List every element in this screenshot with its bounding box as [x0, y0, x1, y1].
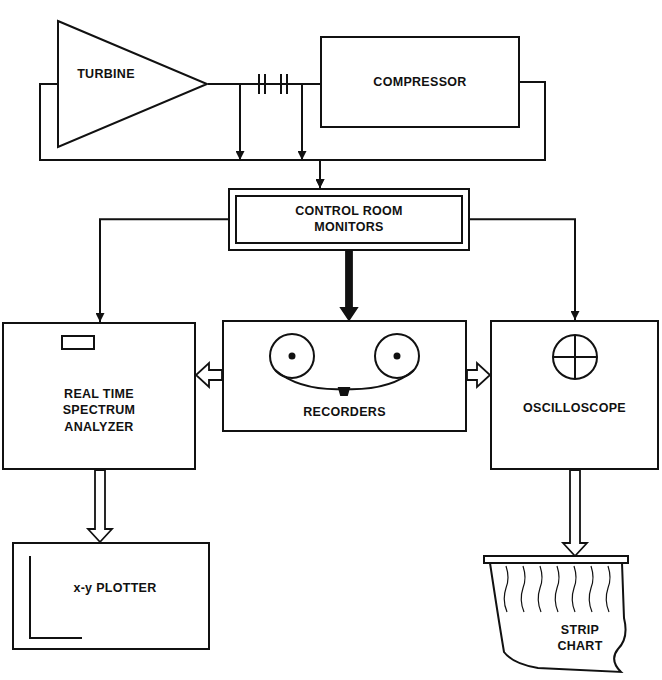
text-block: TURBINE [65, 66, 147, 82]
chart-trace [521, 566, 525, 612]
node-label: OSCILLOSCOPE [498, 400, 651, 416]
sensor-tap [301, 84, 303, 160]
chart-trace [606, 566, 610, 612]
chart-trace [555, 566, 559, 612]
chart-paper [490, 563, 626, 672]
turbine-node: TURBINE [57, 20, 208, 148]
node-label: TURBINE [65, 66, 147, 82]
chart-trace [572, 566, 576, 612]
connector [320, 82, 545, 188]
node-outline [468, 556, 644, 676]
text-block: COMPRESSOR [328, 74, 512, 90]
sensor-tap [239, 84, 241, 160]
illustration [30, 74, 597, 638]
plotter-axes [30, 556, 82, 638]
tape-path [275, 370, 414, 389]
text-block: x-y PLOTTER [50, 580, 180, 596]
plotter-box: x-y PLOTTER [12, 542, 210, 650]
node-outline [57, 20, 208, 148]
node-label: REAL TIME SPECTRUM ANALYZER [42, 386, 156, 435]
node-label: RECORDERS [230, 404, 459, 420]
compressor-box: COMPRESSOR [320, 36, 520, 128]
main-feed-arrow [341, 251, 357, 321]
connectors [40, 82, 587, 556]
node-label: x-y PLOTTER [50, 580, 180, 596]
node-label: CONTROL ROOM MONITORS [289, 203, 409, 236]
reel-hub [395, 354, 400, 359]
connector [470, 219, 575, 320]
text-block: REAL TIME SPECTRUM ANALYZER [42, 386, 156, 435]
paper-roll [484, 556, 628, 563]
strip-chart-node: STRIP CHART [468, 556, 644, 676]
reel-hub [290, 354, 295, 359]
turbine-outline [58, 21, 207, 147]
chart-trace [589, 566, 593, 612]
analyzer-display [62, 336, 94, 349]
hollow-arrow [196, 363, 222, 387]
node-label: COMPRESSOR [328, 74, 512, 90]
node-label: STRIP CHART [548, 622, 612, 655]
scope-graticule [574, 335, 576, 379]
spectrum-analyzer-box: REAL TIME SPECTRUM ANALYZER [2, 322, 196, 470]
tape-head [339, 388, 349, 395]
hollow-arrow [88, 470, 112, 542]
oscilloscope-box: OSCILLOSCOPE [490, 320, 659, 470]
text-block: RECORDERS [230, 404, 459, 420]
chart-trace [504, 566, 508, 612]
hollow-arrow [563, 470, 587, 556]
text-block: OSCILLOSCOPE [498, 400, 651, 416]
scope-screen [553, 335, 597, 379]
text-block: STRIP CHART [548, 622, 612, 655]
connector [100, 219, 228, 322]
hollow-arrow [467, 363, 490, 387]
inner-frame: CONTROL ROOM MONITORS [235, 195, 463, 244]
connector [208, 83, 320, 85]
recorders-box: RECORDERS [222, 320, 467, 432]
text-block: CONTROL ROOM MONITORS [289, 203, 409, 236]
chart-trace [538, 566, 542, 612]
control-room-box: CONTROL ROOM MONITORS [228, 188, 470, 251]
